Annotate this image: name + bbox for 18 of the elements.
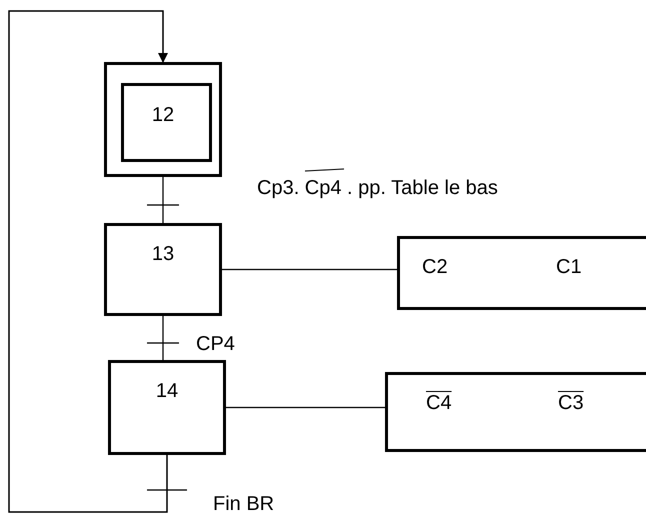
step-box xyxy=(104,223,222,316)
step-number: 14 xyxy=(156,381,178,401)
step-number: 12 xyxy=(152,105,174,125)
arrow xyxy=(8,10,168,513)
link-line xyxy=(226,406,385,408)
action-text: C2 xyxy=(422,257,448,277)
transition-condition: Cp3. Cp4 . pp. Table le bas xyxy=(257,178,498,198)
action-box xyxy=(385,372,646,452)
initial-step-box xyxy=(104,62,222,177)
link-line xyxy=(222,268,397,270)
link-line xyxy=(162,177,164,223)
action-text: C1 xyxy=(556,257,582,277)
step-number: 13 xyxy=(152,244,174,264)
link-line xyxy=(162,316,164,360)
action-box xyxy=(397,236,646,310)
step-box xyxy=(108,360,226,455)
action-text: C4 xyxy=(426,393,452,413)
action-text: C3 xyxy=(558,393,584,413)
